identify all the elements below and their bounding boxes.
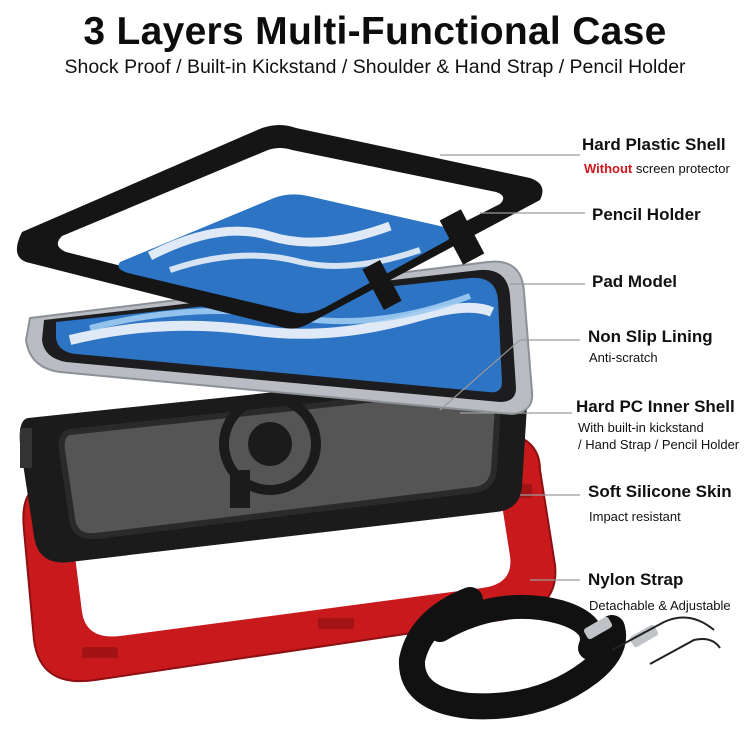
- callout-nylon-strap-note: Detachable & Adjustable: [589, 598, 731, 613]
- callout-nylon-strap: Nylon Strap: [588, 570, 684, 589]
- callout-soft-silicone-skin-note: Impact resistant: [589, 509, 681, 524]
- page-subtitle: Shock Proof / Built-in Kickstand / Shoul…: [64, 56, 686, 78]
- hard-pc-inner-shell-layer: [19, 367, 529, 563]
- callout-hard-pc-inner-shell-note: With built-in kickstand: [578, 420, 704, 435]
- without-highlight: Without: [584, 161, 633, 176]
- callout-soft-silicone-skin: Soft Silicone Skin: [588, 482, 732, 501]
- callout-non-slip-lining: Non Slip Lining: [588, 327, 713, 346]
- screen-protector-text: screen protector: [632, 161, 730, 176]
- callout-leaders: [439, 154, 585, 581]
- nylon-strap: [399, 587, 721, 720]
- callout-hard-pc-inner-shell-note-2: / Hand Strap / Pencil Holder: [578, 437, 740, 452]
- callout-pad-model: Pad Model: [592, 272, 678, 291]
- callout-pencil-holder: Pencil Holder: [592, 205, 701, 224]
- page-title: 3 Layers Multi-Functional Case: [83, 10, 667, 53]
- callout-hard-plastic-shell: Hard Plastic Shell: [582, 135, 726, 154]
- callout-non-slip-lining-note: Anti-scratch: [589, 350, 658, 365]
- callout-hard-plastic-shell-note: Without screen protector: [584, 160, 730, 177]
- callout-hard-pc-inner-shell: Hard PC Inner Shell: [576, 397, 735, 416]
- hard-plastic-shell-layer: [16, 125, 543, 329]
